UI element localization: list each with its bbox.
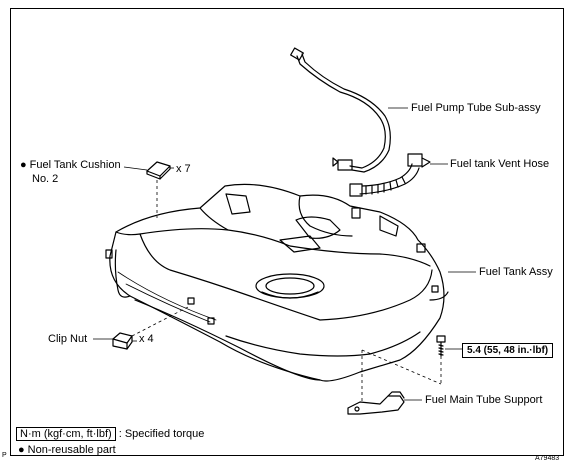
label-cushion-qty: x 7: [176, 163, 191, 175]
figure-code: A79483: [535, 455, 560, 462]
legend-torque-unit-box: N·m (kgf·cm, ft·lbf): [16, 427, 116, 441]
bolt-drawing: [436, 335, 446, 357]
legend-torque: N·m (kgf·cm, ft·lbf) : Specified torque: [16, 427, 205, 441]
label-clip-nut: Clip Nut: [48, 333, 88, 345]
dashed-guide-lines: [131, 180, 442, 402]
main-tube-support-drawing: [347, 391, 405, 415]
label-cushion-line2: No. 2: [32, 173, 59, 185]
vent-hose-drawing: [349, 153, 431, 197]
label-cushion-line1: Fuel Tank Cushion: [29, 159, 121, 171]
label-fuel-tank-assy: Fuel Tank Assy: [479, 266, 553, 278]
leader-lines: [93, 107, 476, 401]
legend-torque-text: : Specified torque: [118, 428, 205, 440]
nonreusable-bullet-icon: ●: [20, 159, 27, 171]
diagram-frame: [10, 8, 564, 456]
fuel-tank-drawing: [105, 183, 449, 382]
cushion-part-drawing: [146, 161, 171, 180]
corner-left-mark: P: [2, 452, 7, 459]
label-main-tube-support: Fuel Main Tube Support: [425, 394, 543, 406]
legend-nonreusable-text: Non-reusable part: [27, 444, 116, 456]
label-vent-hose: Fuel tank Vent Hose: [450, 158, 550, 170]
clip-nut-drawing: [112, 332, 133, 350]
fuel-pump-tube-drawing: [290, 47, 391, 173]
label-clip-nut-qty: x 4: [139, 333, 154, 345]
legend-nonreusable: ●Non-reusable part: [18, 444, 116, 457]
label-cushion: ●Fuel Tank Cushion: [20, 159, 121, 172]
torque-spec-box: 5.4 (55, 48 in.·lbf): [462, 343, 554, 358]
legend-bullet-icon: ●: [18, 444, 25, 456]
label-fuel-pump-tube: Fuel Pump Tube Sub-assy: [411, 102, 541, 114]
